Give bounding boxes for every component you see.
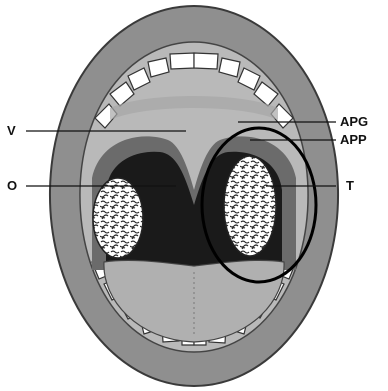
label-apg: APG — [340, 114, 368, 129]
tonsil-right — [224, 156, 276, 256]
label-o: O — [7, 178, 17, 193]
label-v: V — [7, 123, 16, 138]
tonsil-left — [93, 178, 143, 258]
label-t: T — [346, 178, 354, 193]
label-app: APP — [340, 132, 367, 147]
